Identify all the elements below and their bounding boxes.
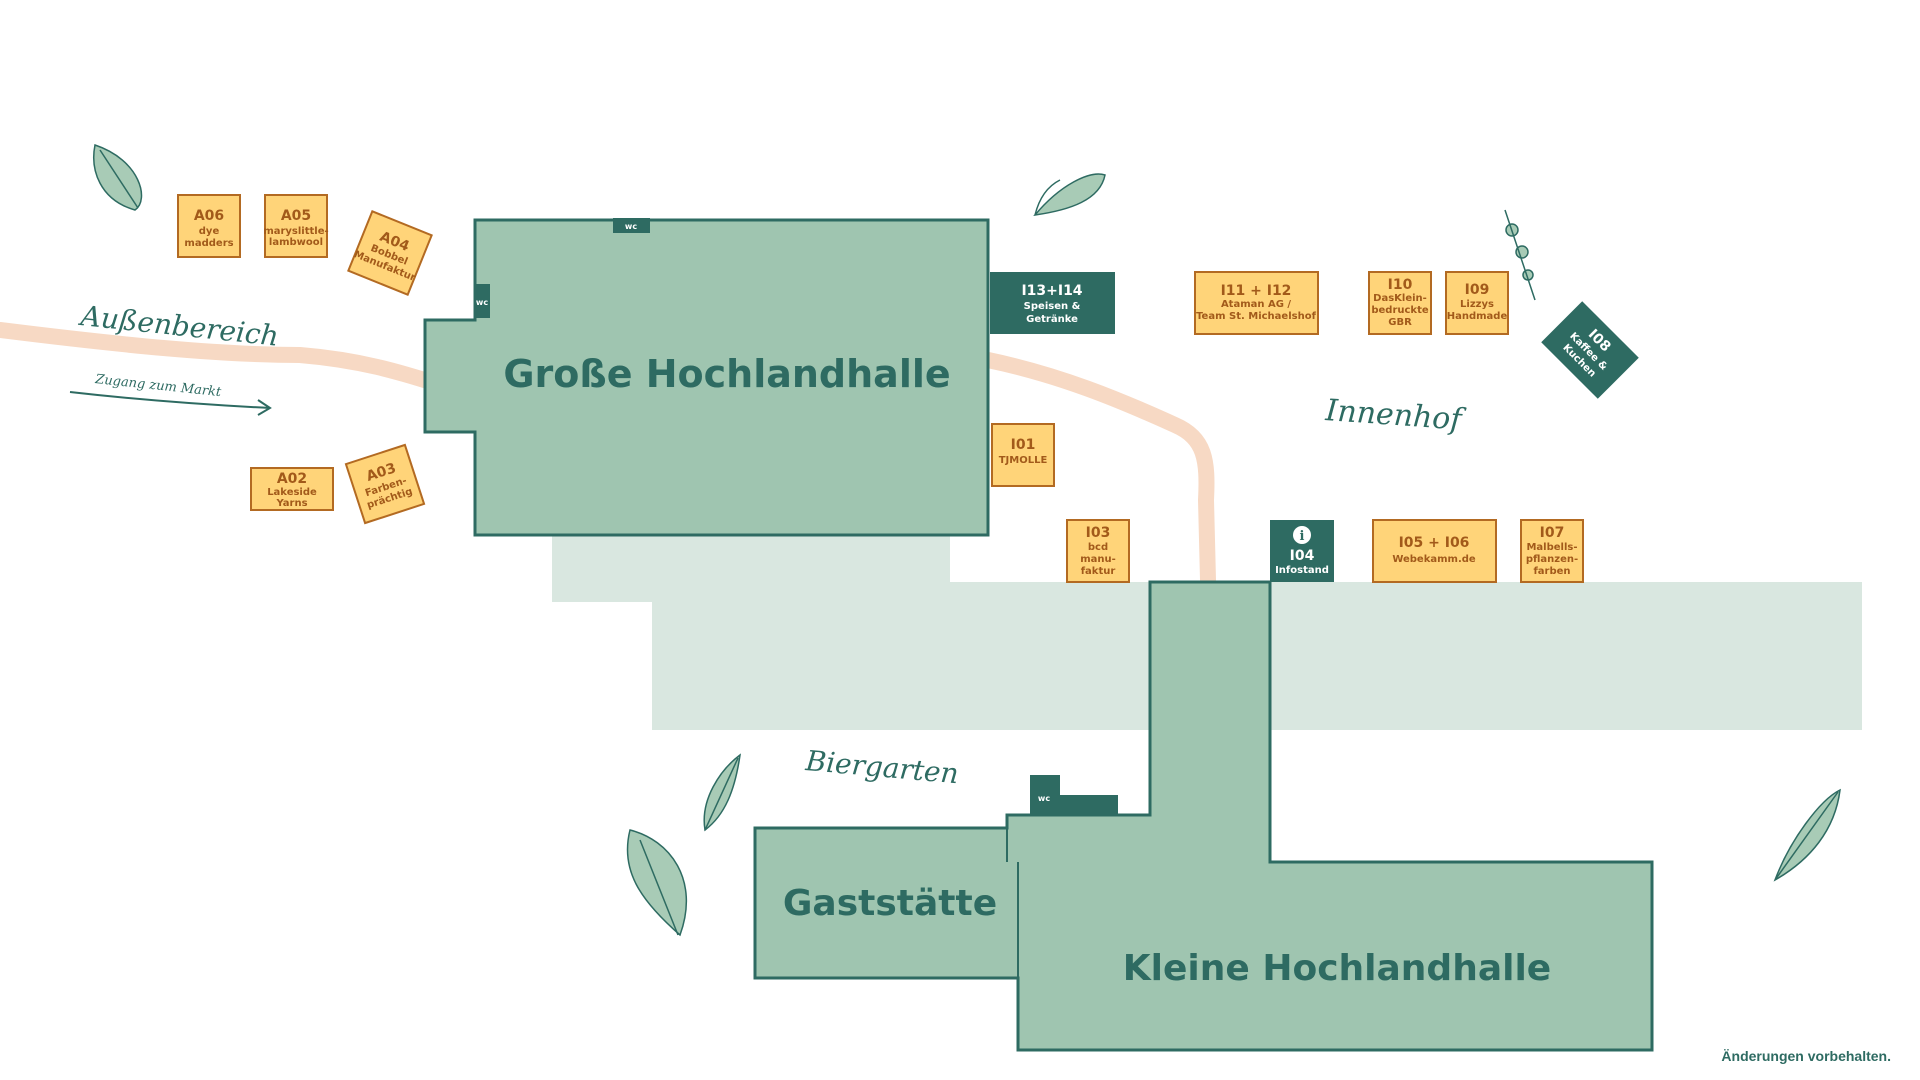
grosse-hochlandhalle-label: Große Hochlandhalle [503,352,950,396]
stall-i08[interactable]: I08 Kaffee & Kuchen [1541,301,1639,399]
wc-kleine-label: wc [1038,794,1050,803]
svg-text:lambwool: lambwool [269,237,323,248]
stall-i07[interactable]: I07 Malbells- pflanzen- farben [1520,519,1584,583]
svg-text:dye: dye [199,226,220,237]
svg-text:I03: I03 [1086,525,1111,541]
wc-kleine-bar [1058,795,1118,815]
svg-text:farben: farben [1533,566,1570,577]
svg-text:A06: A06 [194,208,224,224]
stall-a02[interactable]: A02 Lakeside Yarns [250,467,334,511]
leaf-icon [93,144,143,211]
info-icon [1293,526,1311,544]
svg-text:Speisen &: Speisen & [1024,301,1081,312]
svg-text:Handmade: Handmade [1447,311,1508,322]
svg-text:Malbells-: Malbells- [1526,542,1577,553]
stall-i10[interactable]: I10 DasKlein- bedruckte GBR [1368,271,1432,335]
svg-text:Yarns: Yarns [275,498,307,509]
svg-text:maryslittle-: maryslittle- [263,226,328,237]
svg-text:I11 + I12: I11 + I12 [1221,283,1292,299]
path-outer [0,322,448,393]
kleine-hochlandhalle [753,580,1654,1052]
svg-text:A02: A02 [277,471,307,487]
svg-text:I09: I09 [1465,282,1490,298]
wc-top-label: wc [625,222,637,231]
svg-text:I10: I10 [1388,277,1413,293]
svg-text:Webekamm.de: Webekamm.de [1392,554,1476,565]
changes-reserved-note: Änderungen vorbehalten. [1721,1048,1891,1064]
leaf-icon [703,753,741,832]
svg-text:Lakeside: Lakeside [267,487,317,498]
stall-a05[interactable]: A05 maryslittle- lambwool [263,194,329,258]
svg-text:Ataman AG /: Ataman AG / [1221,299,1291,310]
svg-text:bedruckte: bedruckte [1371,305,1429,316]
svg-text:bcd: bcd [1088,542,1108,553]
svg-text:manu-: manu- [1080,554,1116,565]
svg-text:A05: A05 [281,208,311,224]
svg-text:Infostand: Infostand [1275,565,1329,576]
svg-text:I13+I14: I13+I14 [1021,283,1082,299]
wc-top [613,218,650,233]
stall-i04[interactable]: i I04 Infostand [1270,520,1334,582]
grosse-hochlandhalle [423,218,990,537]
svg-text:i: i [1300,529,1305,544]
svg-text:I07: I07 [1540,525,1565,541]
svg-text:DasKlein-: DasKlein- [1373,293,1427,304]
leaf-icon [626,829,688,937]
svg-text:GBR: GBR [1388,317,1412,328]
stall-i11[interactable]: I11 + I12 Ataman AG / Team St. Michaelsh… [1194,271,1319,335]
wc-left [474,284,490,318]
stall-i01[interactable]: I01 TJMOLLE [991,423,1055,487]
wc-left-label: wc [476,298,488,307]
stall-a04[interactable]: A04 Bobbel Manufaktur [347,210,433,296]
leaf-icon [1033,173,1106,217]
svg-text:faktur: faktur [1081,566,1116,577]
svg-text:I01: I01 [1011,437,1036,453]
stall-i13[interactable]: I13+I14 Speisen & Getränke [990,272,1115,334]
zugang-arrow [69,391,272,416]
kleine-hochlandhalle-label: Kleine Hochlandhalle [1123,948,1551,989]
stall-i03[interactable]: I03 bcd manu- faktur [1066,519,1130,583]
stall-i05[interactable]: I05 + I06 Webekamm.de [1372,519,1497,583]
path-inner [980,352,1216,588]
leaf-icon [1504,209,1536,301]
innenhof-label: Innenhof [1323,393,1467,438]
svg-text:I05 + I06: I05 + I06 [1399,535,1470,551]
svg-text:Getränke: Getränke [1026,314,1078,325]
svg-text:I04: I04 [1290,548,1315,564]
biergarten-label: Biergarten [803,744,960,790]
leaf-icon [1773,788,1841,882]
svg-text:Team St. Michaelshof: Team St. Michaelshof [1196,311,1317,322]
stall-a06[interactable]: A06 dye madders [177,194,241,258]
wc-kleine [1030,775,1060,816]
svg-text:madders: madders [184,238,233,249]
svg-text:TJMOLLE: TJMOLLE [999,455,1048,466]
stall-i09[interactable]: I09 Lizzys Handmade [1445,271,1509,335]
svg-text:pflanzen-: pflanzen- [1526,554,1578,565]
gaststaette-label: Gaststätte [783,883,997,924]
stall-a03[interactable]: A03 Farben- prächtig [344,443,426,525]
svg-text:Lizzys: Lizzys [1460,299,1494,310]
